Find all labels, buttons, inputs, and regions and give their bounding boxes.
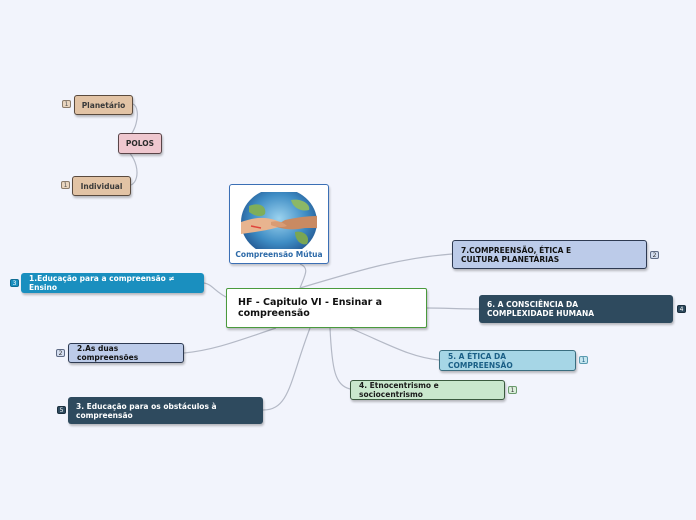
topic-7-badge[interactable]: 2: [650, 251, 659, 259]
planetario-node[interactable]: Planetário: [74, 95, 133, 115]
individual-label: Individual: [80, 181, 123, 191]
link-topic-1: [203, 282, 229, 299]
topic-1-label: 1.Educação para a compreensão ≠ Ensino: [29, 274, 175, 292]
topic-3-badge[interactable]: 5: [57, 406, 66, 414]
topic-1-badge[interactable]: 3: [10, 279, 19, 287]
link-topic-7: [299, 253, 453, 289]
central-topic[interactable]: HF - Capitulo VI - Ensinar a compreensão: [226, 288, 427, 328]
topic-7-label: 7.COMPREENSÃO, ÉTICA E CULTURA PLANETÁRI…: [461, 245, 572, 264]
topic-2-label: 2.As duas compreensões: [77, 344, 139, 362]
polos-node[interactable]: POLOS: [118, 133, 162, 154]
central-topic-label: HF - Capitulo VI - Ensinar a compreensão: [238, 297, 383, 319]
link-topic-3: [262, 327, 311, 411]
topic-3-label: 3. Educação para os obstáculos à compree…: [76, 401, 217, 420]
image-caption: Compreensão Mútua: [235, 250, 323, 259]
link-topic-4: [329, 327, 351, 390]
individual-badge[interactable]: 1: [61, 181, 70, 189]
link-topic-2: [183, 327, 277, 354]
topic-2-badge[interactable]: 2: [56, 349, 65, 357]
topic-4-label: 4. Etnocentrismo e sociocentrismo: [359, 381, 439, 399]
individual-node[interactable]: Individual: [72, 176, 131, 196]
topic-6-consciencia-complexidade[interactable]: 6. A CONSCIÊNCIA DA COMPLEXIDADE HUMANA: [479, 295, 673, 323]
link-topic-6: [426, 307, 480, 310]
handshake-globe-picture: [241, 192, 317, 249]
topic-4-badge[interactable]: 1: [508, 386, 517, 394]
topic-1-educacao-compreensao[interactable]: 1.Educação para a compreensão ≠ Ensino: [21, 273, 204, 293]
topic-3-obstaculos[interactable]: 3. Educação para os obstáculos à compree…: [68, 397, 263, 424]
link-image: [299, 263, 307, 289]
link-topic-5: [349, 327, 440, 361]
topic-5-etica-compreensao[interactable]: 5. A ÉTICA DA COMPREENSÃO: [439, 350, 576, 371]
topic-7-compreensao-etica[interactable]: 7.COMPREENSÃO, ÉTICA E CULTURA PLANETÁRI…: [452, 240, 647, 269]
topic-4-etnocentrismo[interactable]: 4. Etnocentrismo e sociocentrismo: [350, 380, 505, 400]
topic-5-label: 5. A ÉTICA DA COMPREENSÃO: [448, 351, 513, 370]
polos-label: POLOS: [125, 139, 155, 148]
topic-6-label: 6. A CONSCIÊNCIA DA COMPLEXIDADE HUMANA: [487, 300, 595, 318]
topic-5-badge[interactable]: 1: [579, 356, 588, 364]
planetario-badge[interactable]: 1: [62, 100, 71, 108]
topic-2-duas-compreensoes[interactable]: 2.As duas compreensões: [68, 343, 184, 363]
image-node-compreensao-mutua[interactable]: Compreensão Mútua: [229, 184, 329, 264]
planetario-label: Planetário: [81, 100, 126, 110]
topic-6-badge[interactable]: 4: [677, 305, 686, 313]
